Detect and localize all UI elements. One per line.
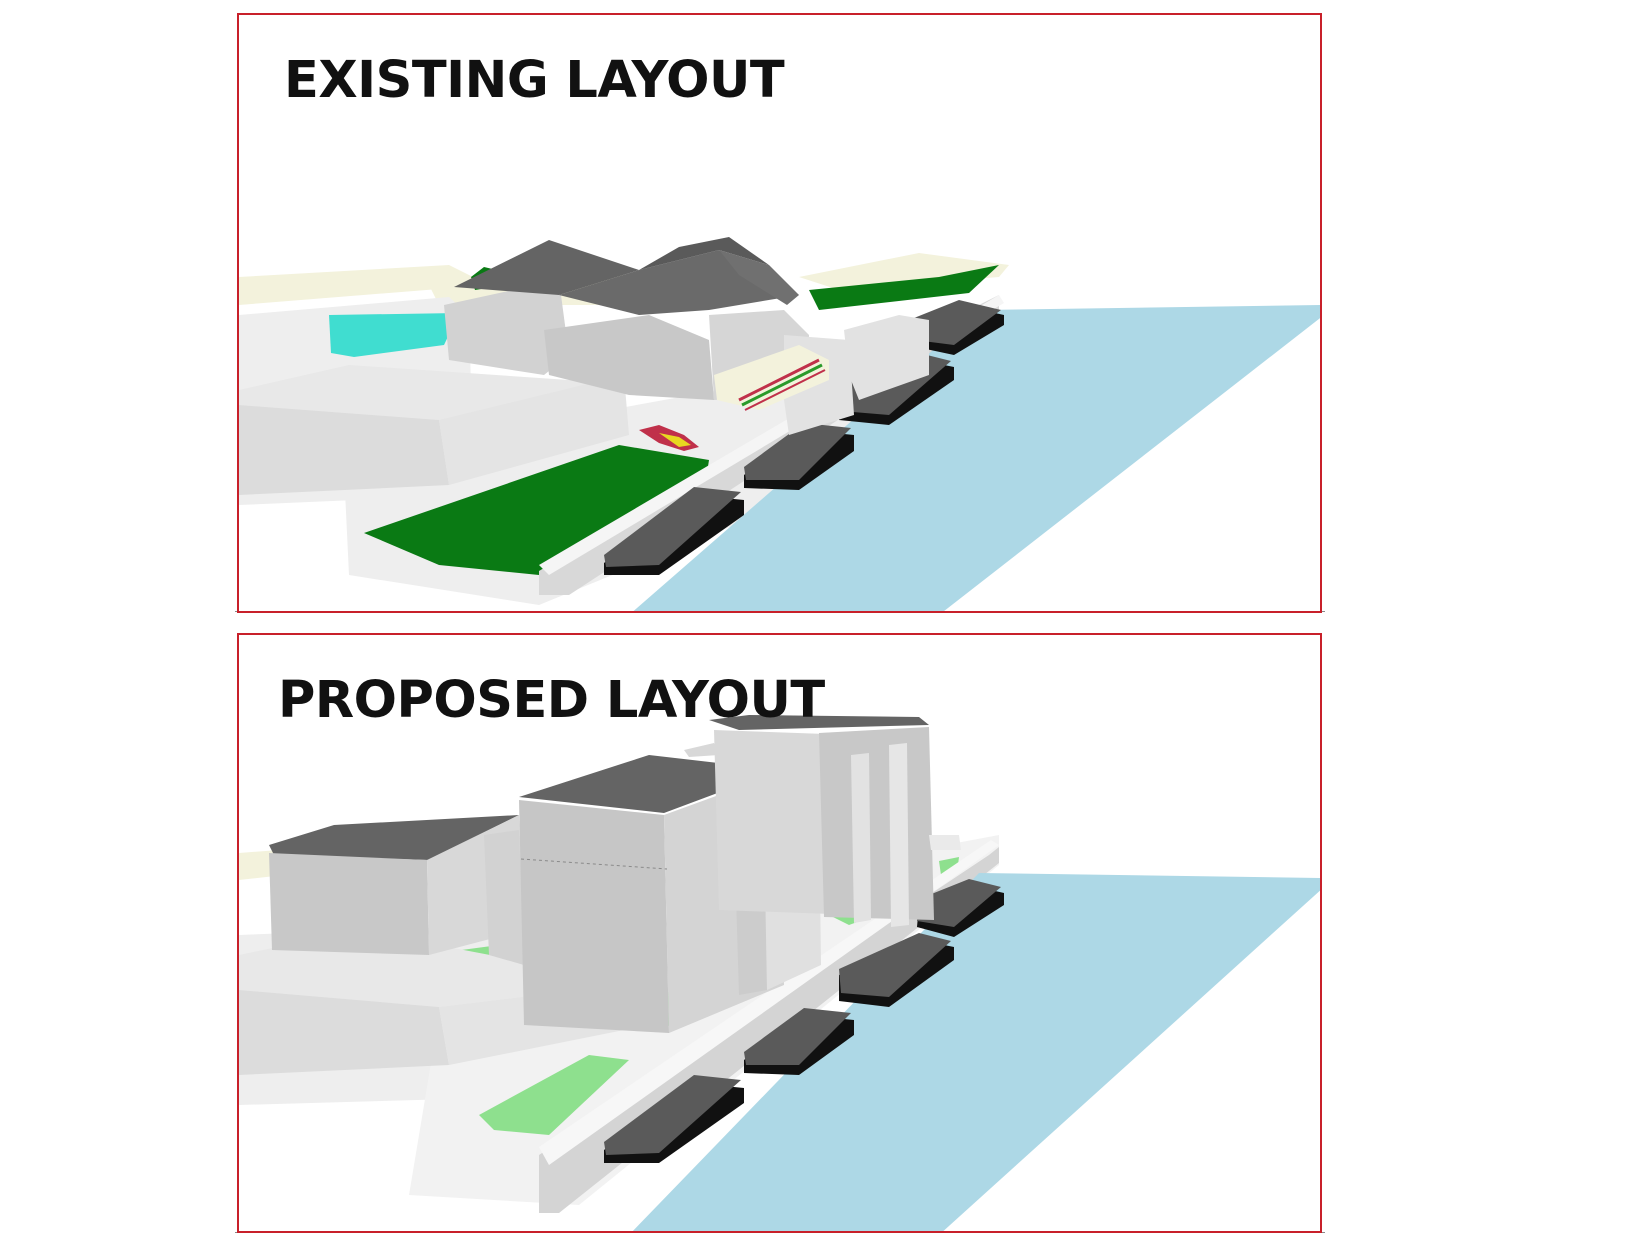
hall-wall-left: [444, 280, 569, 375]
existing-layout-model: [239, 237, 1320, 611]
moored-boat: [839, 933, 954, 1007]
steps: [659, 433, 691, 447]
lawn: [809, 265, 999, 310]
floor-line: [520, 858, 668, 870]
hall-wall-front: [544, 315, 714, 400]
moored-boat: [604, 487, 744, 575]
panel-title: PROPOSED LAYOUT: [278, 671, 825, 730]
hall-roof: [719, 250, 799, 305]
seating-row: [744, 369, 826, 411]
block-rear-roof: [709, 715, 929, 730]
moored-boat: [604, 1075, 744, 1163]
proposed-layout-panel: PROPOSED LAYOUT: [237, 633, 1322, 1233]
panel-title: EXISTING LAYOUT: [284, 51, 785, 110]
block-rear-column: [851, 753, 871, 923]
seating-row: [738, 358, 820, 402]
block-center-roof: [519, 755, 779, 813]
path-strip: [239, 265, 489, 305]
quay-top: [539, 840, 999, 1165]
path-strip: [799, 253, 1009, 290]
low-building-side: [439, 375, 629, 485]
seating-row: [741, 363, 823, 407]
block-center-side-left: [484, 830, 524, 965]
seating-area: [714, 345, 829, 410]
moored-boat: [907, 300, 1004, 355]
block-rear-roof: [684, 743, 719, 757]
low-building-front: [239, 405, 449, 495]
hall-roof: [639, 237, 769, 270]
water: [632, 873, 1320, 1231]
water: [633, 305, 1320, 611]
block-left-front: [269, 853, 429, 955]
block-rear-ledge: [929, 835, 961, 850]
block-rear-side: [819, 727, 934, 920]
block-center-front: [519, 800, 669, 1033]
moored-boat: [744, 423, 854, 490]
low-building-front: [239, 990, 449, 1075]
block-rear-column: [889, 743, 909, 927]
existing-layout-panel: EXISTING LAYOUT: [237, 13, 1322, 613]
moored-boat: [917, 879, 1004, 937]
lawn: [479, 1055, 629, 1135]
pool: [329, 313, 459, 357]
block-left-roof: [269, 815, 519, 860]
hall-roof: [454, 240, 639, 295]
low-building-roof: [239, 365, 639, 420]
shed: [844, 315, 929, 400]
moored-boat: [744, 1008, 854, 1075]
proposed-layout-model: [239, 715, 1320, 1231]
